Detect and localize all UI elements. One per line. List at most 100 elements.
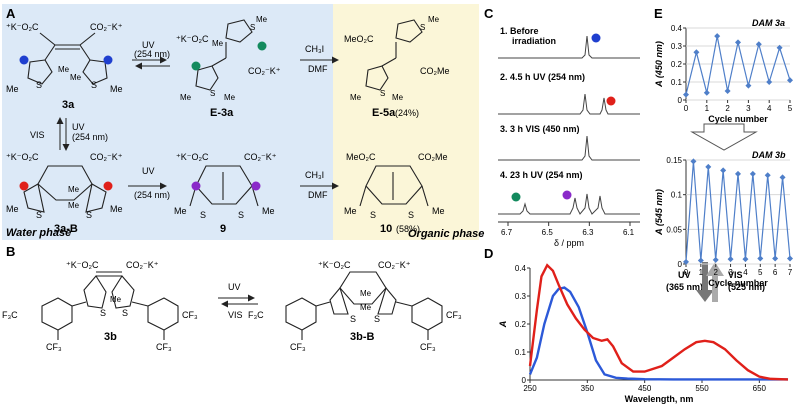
- panel-label-b: B: [6, 244, 15, 259]
- carboxylate-left-3b: ⁺K⁻O₂C: [66, 260, 99, 270]
- compound-3b: 3b: [104, 331, 117, 343]
- structure-3b: ⁺K⁻O₂C CO₂⁻K⁺ S S Me F₃C CF₃ CF₃ CF₃ 3b: [2, 260, 198, 352]
- structure-3bb: ⁺K⁻O₂C CO₂⁻K⁺ S S Me Me F₃C CF₃ CF₃ CF₃ …: [248, 260, 462, 352]
- arrow-ch3i-label: CH₃I: [305, 44, 324, 54]
- methyl-3bb-c1: Me: [360, 289, 372, 298]
- panel-c: C 1. Before irradiation 2. 4.5 h UV (254…: [484, 6, 640, 248]
- arrow-e3a-e5a: CH₃I DMF: [300, 44, 339, 74]
- sulfur-3ab-left: S: [36, 210, 42, 220]
- yield-e5a: (24%): [395, 108, 419, 118]
- y-tick-label: 0.4: [671, 24, 683, 33]
- data-point: [720, 167, 727, 174]
- nmr-tick-label: 6.5: [542, 228, 554, 237]
- nmr-tick-label: 6.7: [501, 228, 513, 237]
- trace-label-3: 3. 3 h VIS (450 nm): [500, 124, 580, 134]
- methyl-e3a-bottom-left: Me: [180, 93, 192, 102]
- carboxylate-left-3ab: ⁺K⁻O₂C: [6, 152, 39, 162]
- sulfur-3a-right: S: [91, 80, 97, 90]
- trace-label-2: 2. 4.5 h UV (254 nm): [500, 72, 585, 82]
- arrow-3a-3ab: VIS UV (254 nm): [30, 117, 108, 151]
- ester-right-10: CO₂Me: [418, 152, 448, 162]
- arrow-uv-label: UV: [142, 40, 155, 50]
- cf3-3bb-bottom-left: CF₃: [290, 342, 306, 352]
- carboxylate-left-3a: ⁺K⁻O₂C: [6, 22, 39, 32]
- arrow-uv254-label-3: (254 nm): [134, 190, 170, 200]
- uv-arrow-label: UV: [678, 270, 691, 280]
- methyl-3a-c2: Me: [70, 73, 82, 82]
- sulfur-e5a-bottom: S: [380, 89, 385, 98]
- x-tick-label: 0: [684, 104, 689, 113]
- trace-label-4: 4. 23 h UV (254 nm): [500, 170, 583, 180]
- sulfur-3bb-left: S: [350, 314, 356, 324]
- data-point: [705, 163, 712, 170]
- chart-title-3a: DAM 3a: [752, 18, 785, 28]
- y-tick-label: 0.3: [671, 42, 683, 51]
- sulfur-10-left: S: [370, 210, 376, 220]
- y-tick-label: 0.1: [515, 348, 527, 357]
- trace-label-1: 1. Before: [500, 26, 539, 36]
- y-tick-label: 0.15: [666, 156, 682, 165]
- nmr-marker-purple: [562, 190, 572, 200]
- nmr-trace-1: [498, 35, 640, 59]
- methyl-10-left: Me: [344, 206, 357, 216]
- arrow-3a-e3a: UV (254 nm): [132, 40, 170, 70]
- data-point: [764, 172, 771, 179]
- marker-blue: [103, 55, 113, 65]
- data-point: [712, 256, 719, 263]
- x-tick-label: 450: [638, 384, 652, 393]
- arrow-3ab-9: UV (254 nm): [128, 166, 170, 200]
- arrow-uv254-label-2: (254 nm): [72, 132, 108, 142]
- compound-3bb: 3b-B: [350, 331, 375, 343]
- data-point: [693, 49, 700, 56]
- carboxylate-left-e3a: ⁺K⁻O₂C: [176, 34, 209, 44]
- x-tick-label: 5: [758, 268, 763, 277]
- x-tick-label: 250: [523, 384, 537, 393]
- series-line-0: [528, 286, 788, 381]
- y-tick-label: 0.05: [666, 225, 682, 234]
- uv-arrow-wavelength: (365 nm): [666, 282, 703, 292]
- ester-left-10: MeO₂C: [346, 152, 376, 162]
- methyl-e5a-bottom-right: Me: [392, 93, 404, 102]
- data-point: [697, 257, 704, 264]
- trace-label-1b: irradiation: [512, 36, 556, 46]
- f3c-3bb-left: F₃C: [248, 310, 264, 320]
- arrow-uv-label-3: UV: [142, 166, 155, 176]
- cf3-3bb-bottom-right: CF₃: [420, 342, 436, 352]
- compound-3ab: 3a-B: [54, 223, 78, 235]
- data-point: [714, 33, 721, 40]
- panel-label-a: A: [6, 6, 16, 21]
- carboxylate-left-3bb: ⁺K⁻O₂C: [318, 260, 351, 270]
- data-point: [735, 39, 741, 46]
- data-point: [735, 170, 741, 177]
- x-tick-label: 4: [743, 268, 748, 277]
- x-axis-label: Cycle number: [708, 278, 768, 288]
- marker-blue: [19, 55, 29, 65]
- methyl-3b: Me: [110, 295, 122, 304]
- x-tick-label: 550: [695, 384, 709, 393]
- methyl-e3a-bottom-right: Me: [224, 93, 236, 102]
- arrow-ch3i-label-2: CH₃I: [305, 170, 324, 180]
- structure-3a: ⁺K⁻O₂C CO₂⁻K⁺ S S Me Me Me Me 3a: [6, 22, 123, 111]
- panel-label-c: C: [484, 6, 494, 21]
- carboxylate-right-3ab: CO₂⁻K⁺: [90, 152, 123, 162]
- nmr-x-axis-label: δ / ppm: [554, 238, 584, 248]
- marker-purple: [191, 181, 201, 191]
- data-point: [742, 256, 749, 263]
- carboxylate-right-e3a: CO₂⁻K⁺: [248, 66, 281, 76]
- phase-label-water: Water phase: [6, 227, 71, 239]
- marker-green: [257, 41, 267, 51]
- methyl-10-right: Me: [432, 206, 445, 216]
- x-tick-label: 650: [753, 384, 767, 393]
- data-point: [776, 44, 783, 51]
- carboxylate-right-3b: CO₂⁻K⁺: [126, 260, 159, 270]
- sulfur-3b-right: S: [122, 308, 128, 318]
- x-axis-label: Wavelength, nm: [625, 394, 694, 404]
- data-point: [757, 255, 764, 262]
- methyl-9-left: Me: [174, 206, 187, 216]
- nmr-trace-4: [498, 193, 640, 215]
- yield-10: (58%): [396, 224, 420, 234]
